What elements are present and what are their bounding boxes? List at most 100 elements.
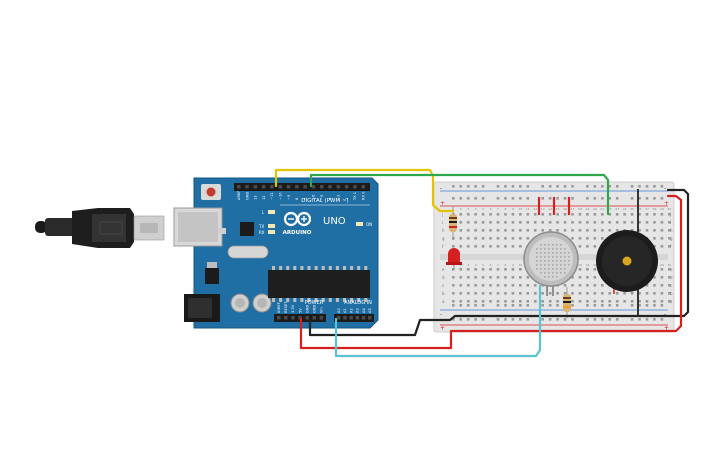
bb-hole[interactable] (526, 213, 530, 216)
bb-hole[interactable] (519, 221, 522, 224)
header-hole[interactable] (337, 316, 341, 320)
header-hole[interactable] (270, 185, 274, 189)
bb-hole[interactable] (586, 245, 589, 248)
header-hole[interactable] (319, 316, 324, 320)
bb-hole[interactable] (593, 197, 597, 200)
header-hole[interactable] (320, 185, 324, 189)
bb-hole[interactable] (496, 185, 500, 188)
bb-hole[interactable] (474, 268, 477, 271)
bb-hole[interactable] (459, 213, 463, 216)
bb-hole[interactable] (504, 213, 507, 216)
bb-hole[interactable] (601, 300, 604, 303)
bb-hole[interactable] (519, 237, 522, 240)
bb-hole[interactable] (466, 292, 470, 295)
bb-hole[interactable] (459, 318, 463, 321)
header-hole[interactable] (361, 316, 366, 320)
header-hole[interactable] (278, 185, 283, 189)
bb-hole[interactable] (578, 284, 582, 287)
bb-hole[interactable] (630, 197, 634, 200)
bb-hole[interactable] (474, 292, 477, 295)
bb-hole[interactable] (459, 300, 463, 303)
bb-hole[interactable] (452, 197, 455, 200)
bb-hole[interactable] (601, 318, 604, 321)
bb-hole[interactable] (638, 185, 641, 188)
bb-hole[interactable] (489, 213, 492, 216)
bb-hole[interactable] (459, 237, 463, 240)
bb-hole[interactable] (526, 292, 530, 295)
bb-hole[interactable] (526, 284, 530, 287)
bb-hole[interactable] (519, 197, 522, 200)
bb-hole[interactable] (519, 268, 522, 271)
bb-hole[interactable] (630, 304, 634, 307)
bb-hole[interactable] (556, 292, 559, 295)
bb-hole[interactable] (496, 221, 500, 224)
bb-hole[interactable] (586, 304, 589, 307)
bb-hole[interactable] (466, 245, 470, 248)
bb-hole[interactable] (519, 276, 522, 279)
bb-hole[interactable] (668, 268, 671, 271)
bb-hole[interactable] (638, 318, 641, 321)
bb-hole[interactable] (586, 284, 589, 287)
bb-hole[interactable] (660, 221, 664, 224)
bb-hole[interactable] (645, 197, 649, 200)
header-hole[interactable] (237, 185, 241, 189)
bb-hole[interactable] (608, 185, 612, 188)
bb-hole[interactable] (615, 213, 619, 216)
bb-hole[interactable] (474, 284, 477, 287)
bb-hole[interactable] (541, 229, 544, 232)
bb-hole[interactable] (563, 284, 567, 287)
bb-hole[interactable] (668, 300, 671, 303)
bb-hole[interactable] (608, 221, 612, 224)
bb-hole[interactable] (452, 185, 455, 188)
bb-hole[interactable] (563, 221, 567, 224)
bb-hole[interactable] (638, 300, 641, 303)
bb-hole[interactable] (601, 197, 604, 200)
bb-hole[interactable] (504, 284, 507, 287)
bb-hole[interactable] (466, 300, 470, 303)
header-hole[interactable] (303, 185, 307, 189)
bb-hole[interactable] (466, 304, 470, 307)
bb-hole[interactable] (511, 304, 515, 307)
bb-hole[interactable] (593, 237, 597, 240)
header-hole[interactable] (284, 316, 288, 320)
bb-hole[interactable] (668, 221, 671, 224)
bb-hole[interactable] (481, 245, 485, 248)
bb-hole[interactable] (608, 213, 612, 216)
bb-hole[interactable] (541, 304, 544, 307)
bb-hole[interactable] (466, 318, 470, 321)
bb-hole[interactable] (593, 213, 597, 216)
bb-hole[interactable] (511, 237, 515, 240)
bb-hole[interactable] (630, 185, 634, 188)
bb-hole[interactable] (526, 229, 530, 232)
bb-hole[interactable] (452, 292, 455, 295)
bb-hole[interactable] (459, 292, 463, 295)
bb-hole[interactable] (519, 245, 522, 248)
bb-hole[interactable] (466, 229, 470, 232)
bb-hole[interactable] (593, 185, 597, 188)
bb-hole[interactable] (459, 221, 463, 224)
bb-hole[interactable] (556, 213, 559, 216)
bb-hole[interactable] (496, 304, 500, 307)
header-hole[interactable] (368, 316, 372, 320)
bb-hole[interactable] (511, 185, 515, 188)
bb-hole[interactable] (578, 300, 582, 303)
bb-hole[interactable] (452, 300, 455, 303)
bb-hole[interactable] (645, 229, 649, 232)
bb-hole[interactable] (459, 245, 463, 248)
bb-hole[interactable] (578, 268, 582, 271)
bb-hole[interactable] (645, 304, 649, 307)
bb-hole[interactable] (645, 221, 649, 224)
bb-hole[interactable] (578, 229, 582, 232)
bb-hole[interactable] (571, 318, 574, 321)
bb-hole[interactable] (496, 292, 500, 295)
bb-hole[interactable] (615, 300, 619, 303)
bb-hole[interactable] (615, 292, 619, 295)
bb-hole[interactable] (630, 229, 634, 232)
bb-hole[interactable] (563, 213, 567, 216)
bb-hole[interactable] (481, 292, 485, 295)
bb-hole[interactable] (563, 318, 567, 321)
bb-hole[interactable] (481, 197, 485, 200)
bb-hole[interactable] (504, 268, 507, 271)
bb-hole[interactable] (548, 197, 552, 200)
bb-hole[interactable] (541, 318, 544, 321)
